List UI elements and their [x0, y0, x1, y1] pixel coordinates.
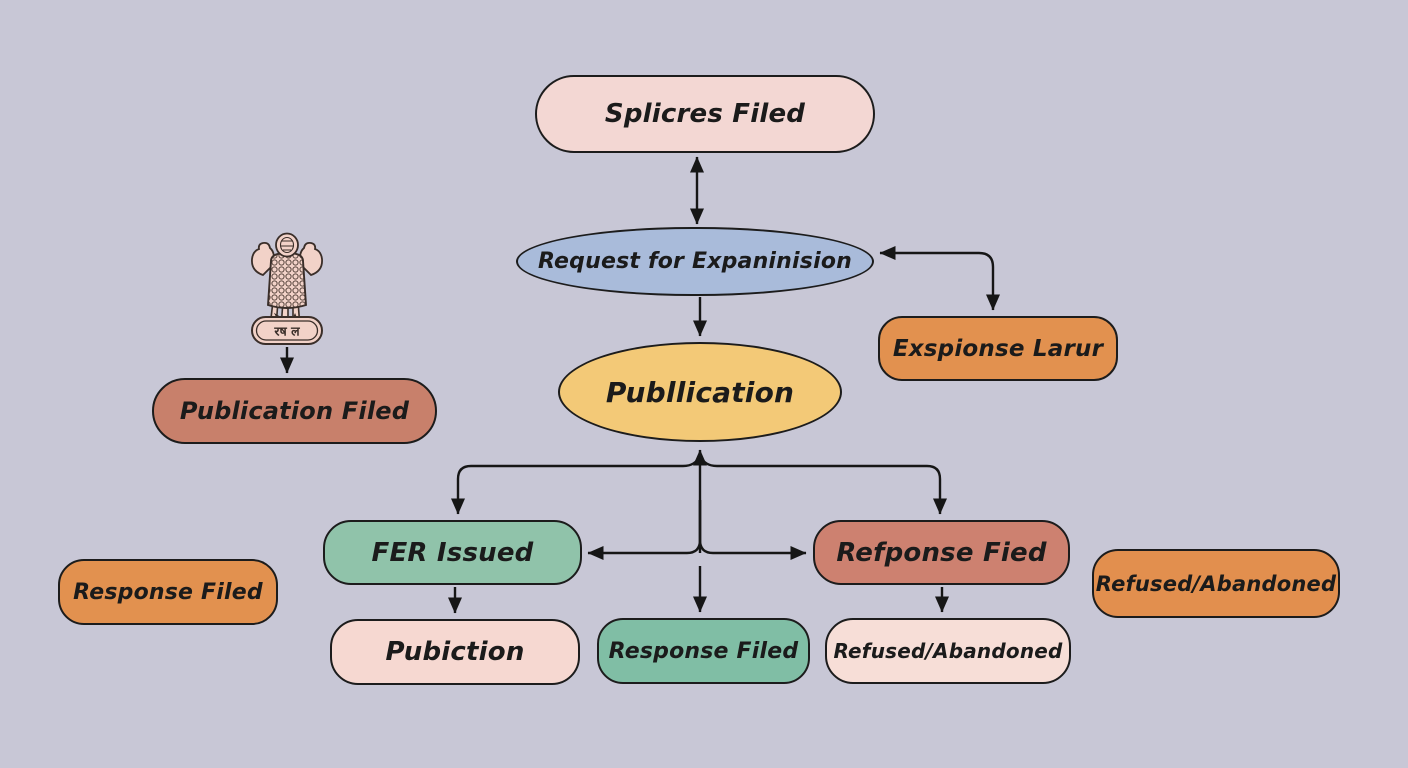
node-applications-filed: Splicres Filed: [535, 75, 875, 153]
node-refused-abandoned-bottom: Refused/Abandoned: [825, 618, 1071, 684]
node-request-for-examination: Request for Expaninision: [516, 227, 874, 296]
emblem-base-text: रष ल: [273, 324, 300, 339]
node-publication-ellipse: Publlication: [558, 342, 842, 442]
node-refponse-fied: Refponse Fied: [813, 520, 1070, 585]
node-examination-later: Exspionse Larur: [878, 316, 1118, 381]
node-refused-abandoned-right: Refused/Abandoned: [1092, 549, 1340, 618]
node-fer-issued: FER Issued: [323, 520, 582, 585]
node-response-filed-left: Response Filed: [58, 559, 278, 625]
node-pubiction: Pubiction: [330, 619, 580, 685]
node-response-filed-bottom: Response Filed: [597, 618, 810, 684]
ashoka-emblem-icon: रष ल: [251, 232, 323, 345]
node-publication-filed: Publication Filed: [152, 378, 437, 444]
